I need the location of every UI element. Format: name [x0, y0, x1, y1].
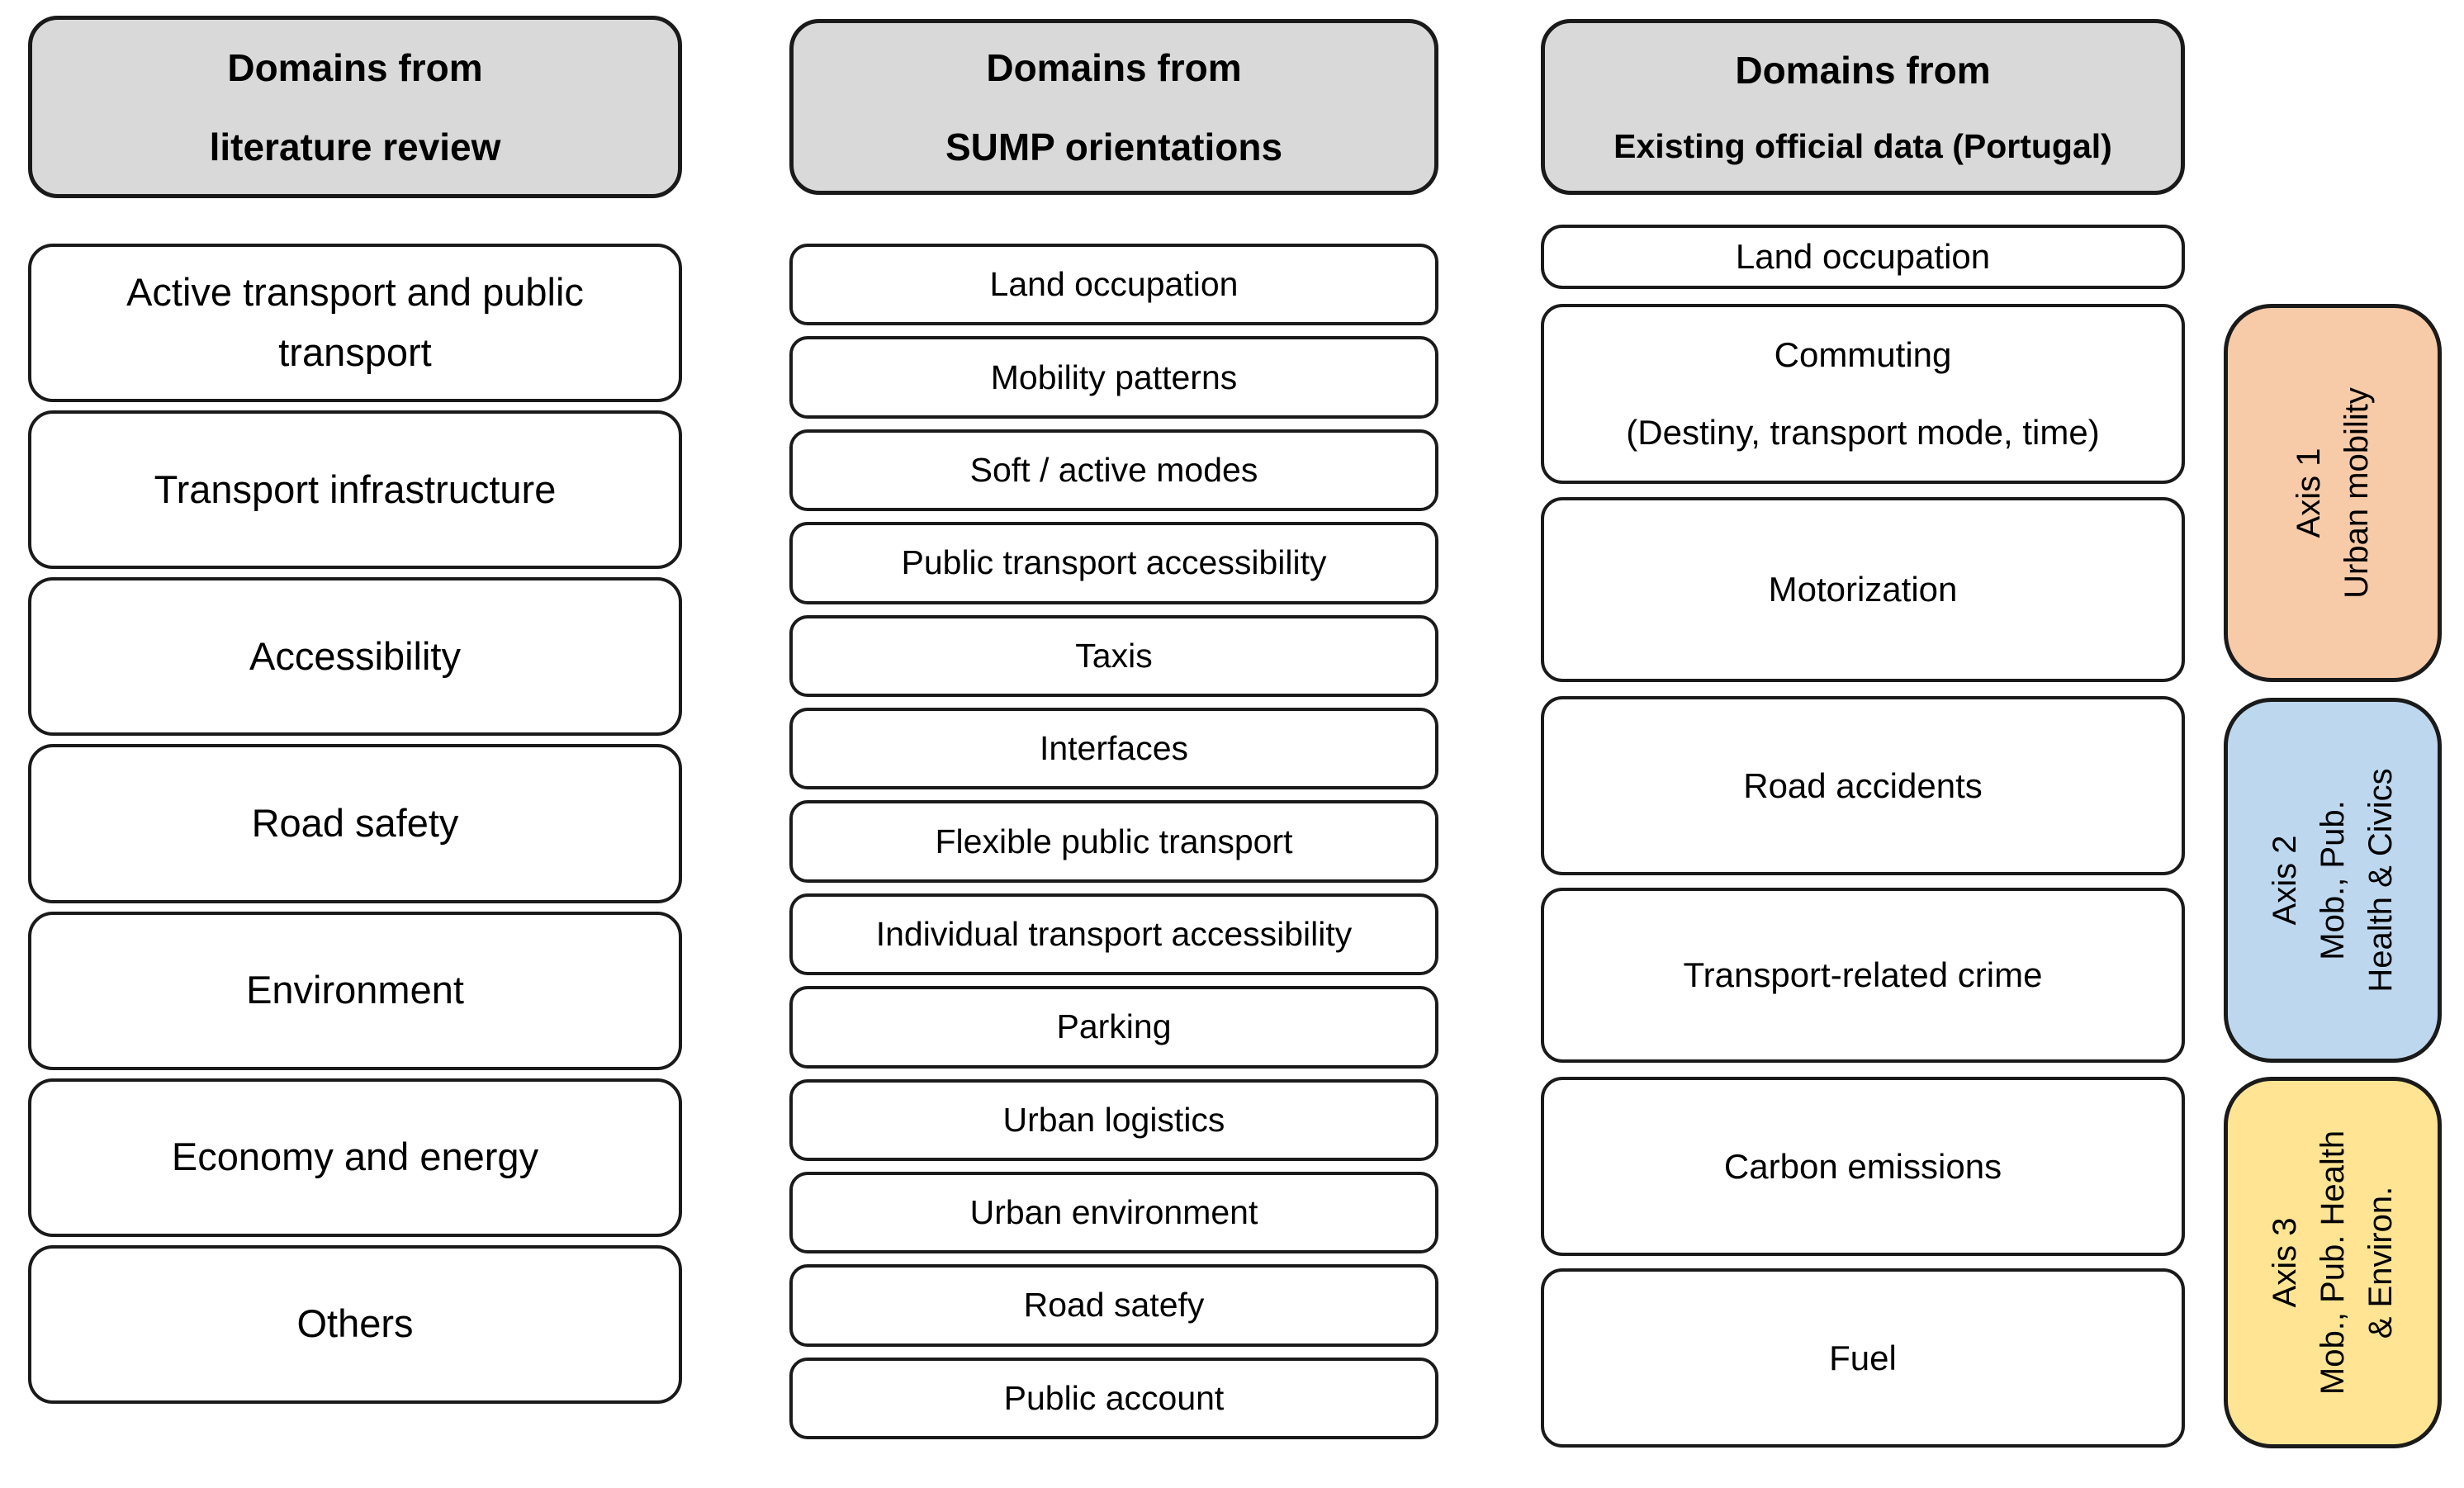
domain-box-economy-energy: Economy and energy — [28, 1078, 682, 1237]
box-label: Road safety — [251, 801, 459, 846]
box-label: Fuel — [1829, 1338, 1897, 1377]
column1-header-line1: Domains from — [227, 45, 483, 89]
axis2-label: Axis 2 Mob., Pub. Health & Civics — [2261, 703, 2405, 1058]
domain-box-urban-environment: Urban environment — [789, 1171, 1438, 1254]
domain-box-flexible-public-transport: Flexible public transport — [789, 800, 1438, 883]
box-label: Carbon emissions — [1723, 1146, 2002, 1186]
domain-box-mobility-patterns: Mobility patterns — [789, 336, 1438, 419]
box-label: Economy and energy — [171, 1135, 539, 1179]
box-label: Road accidents — [1743, 765, 1983, 805]
axis1-line2: Urban mobility — [2338, 387, 2375, 599]
box-label: Others — [296, 1301, 414, 1346]
data-box-commuting: Commuting (Destiny, transport mode, time… — [1541, 304, 2185, 484]
box-label: Public account — [1003, 1378, 1225, 1417]
axis3-line3: & Environ. — [2362, 1186, 2399, 1339]
axis2-line3: Health & Civics — [2362, 768, 2399, 993]
axis2-line1: Axis 2 — [2267, 835, 2303, 926]
domain-box-public-account: Public account — [789, 1357, 1438, 1440]
domain-box-active-transport: Active transport and public transport — [28, 244, 682, 403]
box-label: Flexible public transport — [935, 822, 1293, 860]
data-box-fuel: Fuel — [1541, 1268, 2185, 1448]
box-label: Commuting — [1774, 335, 1952, 374]
box-label: Land occupation — [989, 265, 1239, 304]
column1-boxes: Active transport and public transport Tr… — [28, 244, 682, 1404]
axis3-line1: Axis 3 — [2267, 1217, 2303, 1308]
column3-header: Domains from Existing official data (Por… — [1541, 19, 2185, 195]
data-box-land-occupation: Land occupation — [1541, 225, 2185, 289]
domain-box-taxis: Taxis — [789, 614, 1438, 697]
box-label: Road satefy — [1023, 1286, 1205, 1325]
domain-box-urban-logistics: Urban logistics — [789, 1078, 1438, 1161]
box-label: Interfaces — [1039, 729, 1189, 768]
axis1-box: Axis 1 Urban mobility — [2224, 304, 2442, 682]
axis3-box: Axis 3 Mob., Pub. Health & Environ. — [2224, 1077, 2442, 1448]
column3-header-line2: Existing official data (Portugal) — [1613, 127, 2112, 165]
domain-box-soft-active-modes: Soft / active modes — [789, 429, 1438, 512]
column2-header: Domains from SUMP orientations — [789, 19, 1438, 195]
domain-box-road-satefy: Road satefy — [789, 1264, 1438, 1347]
column1-header-line2: literature review — [209, 125, 501, 168]
box-label: Urban environment — [969, 1193, 1258, 1232]
box-label: Transport infrastructure — [154, 467, 557, 511]
box-label: Active transport and public transport — [126, 270, 584, 375]
column1-header: Domains from literature review — [28, 16, 682, 198]
domain-box-land-occupation: Land occupation — [789, 244, 1438, 326]
box-sublabel: (Destiny, transport mode, time) — [1626, 413, 2100, 452]
domain-box-public-transport-accessibility: Public transport accessibility — [789, 522, 1438, 604]
column2-boxes: Land occupation Mobility patterns Soft /… — [789, 244, 1438, 1440]
box-label: Environment — [246, 968, 464, 1012]
column3-header-line1: Domains from — [1735, 49, 1991, 92]
box-label: Taxis — [1075, 636, 1153, 675]
axis3-line2: Mob., Pub. Health — [2315, 1130, 2351, 1396]
axis1-label: Axis 1 Urban mobility — [2285, 315, 2381, 671]
box-label: Accessibility — [249, 633, 461, 678]
domain-box-individual-transport-accessibility: Individual transport accessibility — [789, 893, 1438, 976]
domain-box-transport-infrastructure: Transport infrastructure — [28, 410, 682, 570]
box-label: Urban logistics — [1002, 1100, 1225, 1139]
domain-box-parking: Parking — [789, 986, 1438, 1069]
data-box-carbon-emissions: Carbon emissions — [1541, 1077, 2185, 1256]
domain-box-accessibility: Accessibility — [28, 577, 682, 737]
data-box-motorization: Motorization — [1541, 497, 2185, 682]
box-label: Mobility patterns — [990, 358, 1238, 396]
box-label: Motorization — [1768, 570, 1958, 609]
box-label: Land occupation — [1735, 237, 1991, 276]
domain-box-road-safety: Road safety — [28, 744, 682, 903]
data-box-transport-related-crime: Transport-related crime — [1541, 888, 2185, 1063]
column2-header-line2: SUMP orientations — [945, 125, 1283, 168]
domain-box-environment: Environment — [28, 911, 682, 1070]
box-label: Soft / active modes — [969, 450, 1258, 489]
axis1-line1: Axis 1 — [2291, 448, 2327, 538]
box-label: Individual transport accessibility — [875, 914, 1353, 953]
axis2-line2: Mob., Pub. — [2315, 800, 2351, 960]
domain-box-others: Others — [28, 1244, 682, 1404]
data-box-road-accidents: Road accidents — [1541, 696, 2185, 875]
box-label: Transport-related crime — [1683, 955, 2043, 994]
box-label: Parking — [1056, 1007, 1172, 1046]
axis2-box: Axis 2 Mob., Pub. Health & Civics — [2224, 698, 2442, 1063]
box-label: Public transport accessibility — [901, 543, 1327, 582]
column2-header-line1: Domains from — [986, 45, 1242, 89]
axis3-label: Axis 3 Mob., Pub. Health & Environ. — [2261, 1085, 2405, 1440]
domain-box-interfaces: Interfaces — [789, 707, 1438, 790]
